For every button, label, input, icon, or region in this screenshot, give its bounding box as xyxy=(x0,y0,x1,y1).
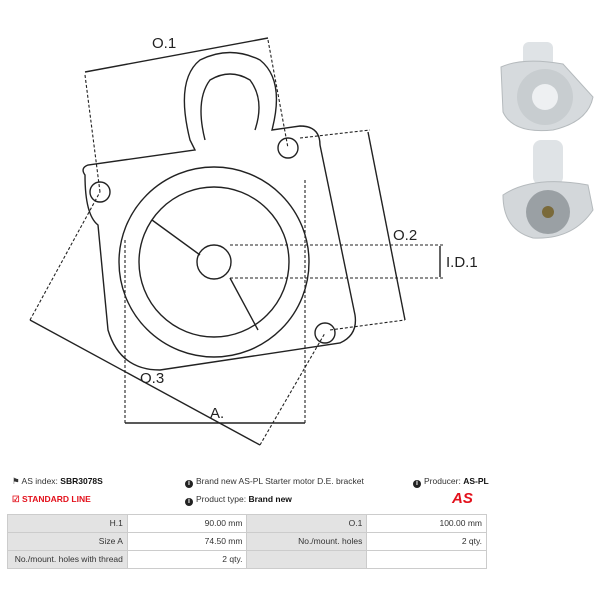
mount-hole-left xyxy=(89,181,111,203)
info-icon: i xyxy=(185,498,193,506)
label-o3: O.3 xyxy=(140,370,164,387)
bracket-outline xyxy=(82,51,357,371)
bracket-front-photo xyxy=(500,42,594,132)
tag-icon: ⚑ xyxy=(12,476,20,486)
mount-hole-top xyxy=(277,137,299,159)
mount-hole-bottom xyxy=(314,322,336,344)
outer-ring xyxy=(118,166,310,358)
info-icon: i xyxy=(185,480,193,488)
bore xyxy=(196,244,232,280)
as-pl-logo: AS xyxy=(452,490,473,507)
label-o1: O.1 xyxy=(152,35,176,52)
standard-line-badge: ☑ STANDARD LINE xyxy=(12,494,91,504)
label-a: A. xyxy=(210,405,224,422)
checkbox-icon: ☑ xyxy=(12,494,20,504)
bracket-side-photo xyxy=(502,140,594,239)
technical-drawing: O.1 O.2 O.3 A. I.D.1 xyxy=(29,35,478,446)
as-index: ⚑ AS index: SBR3078S xyxy=(12,476,103,486)
info-icon: i xyxy=(413,480,421,488)
label-o2: O.2 xyxy=(393,227,417,244)
label-id1: I.D.1 xyxy=(446,254,478,271)
